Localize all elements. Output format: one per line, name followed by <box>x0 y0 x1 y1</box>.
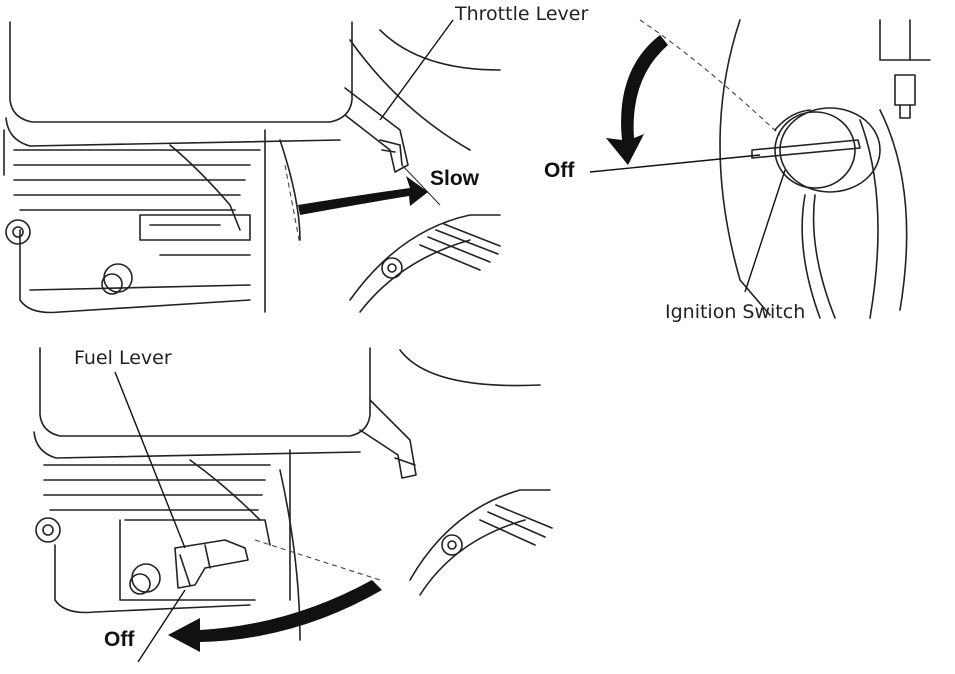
fuel-off-label: Off <box>104 628 135 651</box>
fuel-panel: Fuel Lever Off <box>33 347 553 663</box>
ignition-panel: Off Ignition Switch <box>544 19 931 323</box>
ignition-switch-label: Ignition Switch <box>665 301 805 323</box>
fuel-lever-label: Fuel Lever <box>74 347 172 369</box>
ignition-off-label: Off <box>544 159 575 182</box>
slow-label: Slow <box>430 167 480 190</box>
throttle-panel: Throttle Lever Slow <box>3 3 588 314</box>
throttle-lever-label: Throttle Lever <box>454 3 588 25</box>
